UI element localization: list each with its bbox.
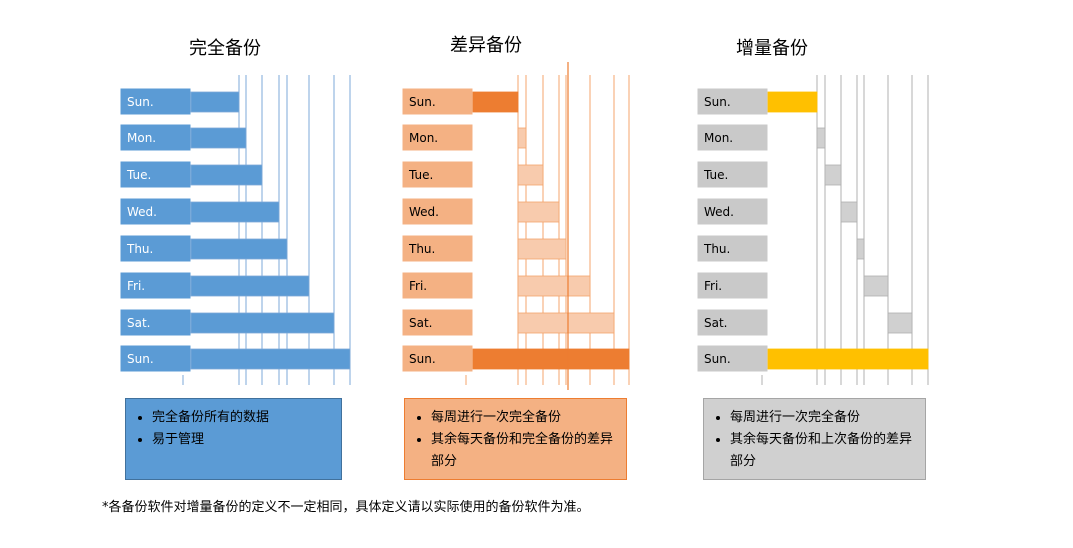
incremental-day-label-box (696, 160, 769, 189)
full-day-label: Wed. (127, 205, 157, 219)
incremental-day-label: Mon. (704, 131, 733, 145)
incremental-bar (767, 348, 929, 370)
incremental-day-label: Sun. (704, 95, 731, 109)
incremental-bar (887, 312, 913, 334)
differential-bar (517, 275, 591, 297)
panel-title-differential-backup: 差异备份 (450, 35, 522, 56)
differential-bar (472, 348, 630, 370)
incremental-backup-note-1: 每周进行一次完全备份 (730, 407, 915, 429)
differential-bar (517, 164, 544, 186)
incremental-bar (816, 127, 826, 149)
incremental-day-label: Sun. (704, 352, 731, 366)
full-day-label: Sat. (127, 316, 151, 330)
full-day-label: Sun. (127, 352, 154, 366)
incremental-day-label: Tue. (703, 168, 728, 182)
differential-day-label-box (401, 234, 474, 263)
full-bar (190, 201, 280, 223)
differential-day-label-box (401, 123, 474, 152)
incremental-day-label: Sat. (704, 316, 728, 330)
full-backup-note-1: 完全备份所有的数据 (152, 407, 331, 429)
full-backup-note-2: 易于管理 (152, 429, 331, 451)
full-day-label-box (119, 197, 192, 226)
differential-bar (517, 238, 567, 260)
incremental-day-label-box (696, 271, 769, 300)
incremental-day-label-box (696, 123, 769, 152)
incremental-day-label-box (696, 308, 769, 337)
full-bar (190, 127, 247, 149)
differential-day-label: Tue. (408, 168, 433, 182)
incremental-day-label: Fri. (704, 279, 722, 293)
incremental-bar (767, 91, 818, 113)
differential-day-label: Wed. (409, 205, 439, 219)
differential-day-label: Mon. (409, 131, 438, 145)
full-day-label: Sun. (127, 95, 154, 109)
differential-day-label-box (401, 160, 474, 189)
panel-title-full-backup: 完全备份 (189, 38, 261, 59)
differential-backup-note-2: 其余每天备份和完全备份的差异部分 (431, 429, 616, 473)
differential-day-label-box (401, 344, 474, 373)
differential-day-label: Thu. (408, 242, 435, 256)
incremental-day-label: Thu. (703, 242, 730, 256)
incremental-bar (856, 238, 865, 260)
incremental-backup-note-box: 每周进行一次完全备份 其余每天备份和上次备份的差异部分 (703, 398, 926, 480)
incremental-day-label-box (696, 87, 769, 116)
differential-day-label-box (401, 197, 474, 226)
incremental-day-label-box (696, 197, 769, 226)
incremental-day-label: Wed. (704, 205, 734, 219)
incremental-backup-note-2: 其余每天备份和上次备份的差异部分 (730, 429, 915, 473)
full-day-label: Mon. (127, 131, 156, 145)
full-day-label: Fri. (127, 279, 145, 293)
full-backup-note-box: 完全备份所有的数据 易于管理 (125, 398, 342, 480)
full-bar (190, 275, 310, 297)
full-day-label-box (119, 344, 192, 373)
incremental-bar (863, 275, 889, 297)
differential-day-label: Sun. (409, 95, 436, 109)
footnote: *各备份软件对增量备份的定义不一定相同，具体定义请以实际使用的备份软件为准。 (102, 500, 590, 515)
differential-bar (472, 91, 519, 113)
full-bar (190, 164, 263, 186)
differential-day-label-box (401, 271, 474, 300)
panel-title-incremental-backup: 增量备份 (736, 38, 808, 59)
full-bar (190, 348, 351, 370)
differential-backup-note-box: 每周进行一次完全备份 其余每天备份和完全备份的差异部分 (404, 398, 627, 480)
full-bar (190, 238, 288, 260)
full-day-label-box (119, 234, 192, 263)
differential-day-label: Sat. (409, 316, 433, 330)
differential-day-label: Fri. (409, 279, 427, 293)
full-bar (190, 312, 335, 334)
full-day-label: Thu. (126, 242, 153, 256)
differential-day-label: Sun. (409, 352, 436, 366)
differential-backup-note-1: 每周进行一次完全备份 (431, 407, 616, 429)
incremental-day-label-box (696, 344, 769, 373)
full-bar (190, 91, 240, 113)
full-day-label: Tue. (126, 168, 151, 182)
differential-day-label-box (401, 308, 474, 337)
incremental-bar (840, 201, 858, 223)
differential-bar (517, 201, 560, 223)
full-day-label-box (119, 308, 192, 337)
incremental-day-label-box (696, 234, 769, 263)
differential-bar (517, 312, 615, 334)
differential-bar (517, 127, 527, 149)
incremental-bar (824, 164, 842, 186)
